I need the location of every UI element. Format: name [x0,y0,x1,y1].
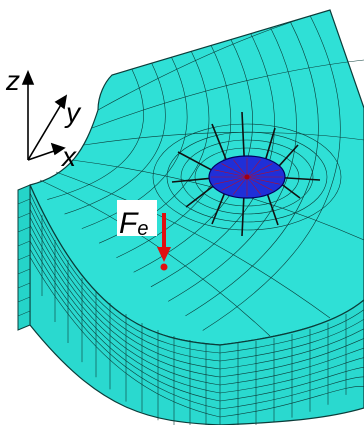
left-face-line [17,268,31,275]
spoke-line [177,151,212,171]
disk-ray [246,159,262,178]
top-arc-line [47,68,144,200]
spokes [171,111,321,237]
disk-mesh-ring [152,123,342,231]
contact-disk-group [171,111,321,237]
top-arc-line [202,15,341,331]
z-axis-arrowhead [21,69,35,85]
disk-ray [213,169,248,178]
disk-ray [221,176,248,191]
disk-mesh-ring [166,131,328,223]
top-radial-line [55,171,331,319]
mesh-grid [17,9,364,425]
left-face-line [17,240,31,247]
z-axis-label: z [5,65,20,96]
y-axis-label: y [64,97,82,128]
disk-ray [246,176,262,195]
top-arc-line [64,63,166,215]
disk-ray [232,159,248,178]
spoke-line [241,197,245,237]
top-radial-line [83,132,364,146]
front-layer-line [29,216,364,378]
disk-ray [246,176,281,185]
left-face-line [17,226,31,233]
front-curved-face [29,184,364,425]
y-axis-arrowhead [54,94,68,110]
load-label-box [117,200,157,236]
disk-ray [221,163,248,178]
left-face-line [17,198,31,205]
front-layer-line [29,248,364,410]
front-layer-line [29,224,364,386]
front-layer-line [29,208,364,370]
top-arc-line [168,27,297,302]
top-radial-line [97,9,331,111]
disk-ray [246,176,273,191]
front-layer-line [29,256,364,418]
x-axis-label: x [60,141,77,172]
left-face-line [17,310,31,317]
disk-center [244,174,250,180]
spoke-line [241,111,245,157]
mesh-body [17,9,364,425]
front-layer-line [29,192,364,354]
spoke-line [211,123,227,160]
disk-ray [246,169,281,178]
disk-mesh-ring [194,147,300,207]
top-arc-line [81,57,188,229]
spoke-line [278,144,299,167]
x-axis-line [27,149,58,161]
front-layer-line [29,240,364,402]
disk-ray [213,176,248,185]
spoke-line [171,177,210,183]
front-layer-line [29,232,364,394]
spoke-line [266,194,279,226]
disk-ray [232,176,248,195]
disk-ray [246,163,273,178]
left-face-line [17,254,31,261]
x-axis-arrowhead [50,142,66,156]
left-face-line [17,212,31,219]
spoke-line [281,184,301,199]
spoke-line [211,193,226,225]
front-layer-line [29,200,364,362]
spoke-line [265,127,276,159]
top-arc-line [185,21,319,317]
y-axis-line [27,102,63,161]
disk-mesh-ring [180,139,314,215]
spoke-line [185,185,214,208]
left-face-line [17,282,31,289]
load-label-main: Fe [119,207,148,240]
spoke-line [284,177,321,181]
force-arrow-icon [157,213,171,271]
disk-rays [211,158,283,196]
top-radial-line [91,59,364,129]
coordinate-triad-icon [21,69,68,161]
left-face-line [17,296,31,303]
